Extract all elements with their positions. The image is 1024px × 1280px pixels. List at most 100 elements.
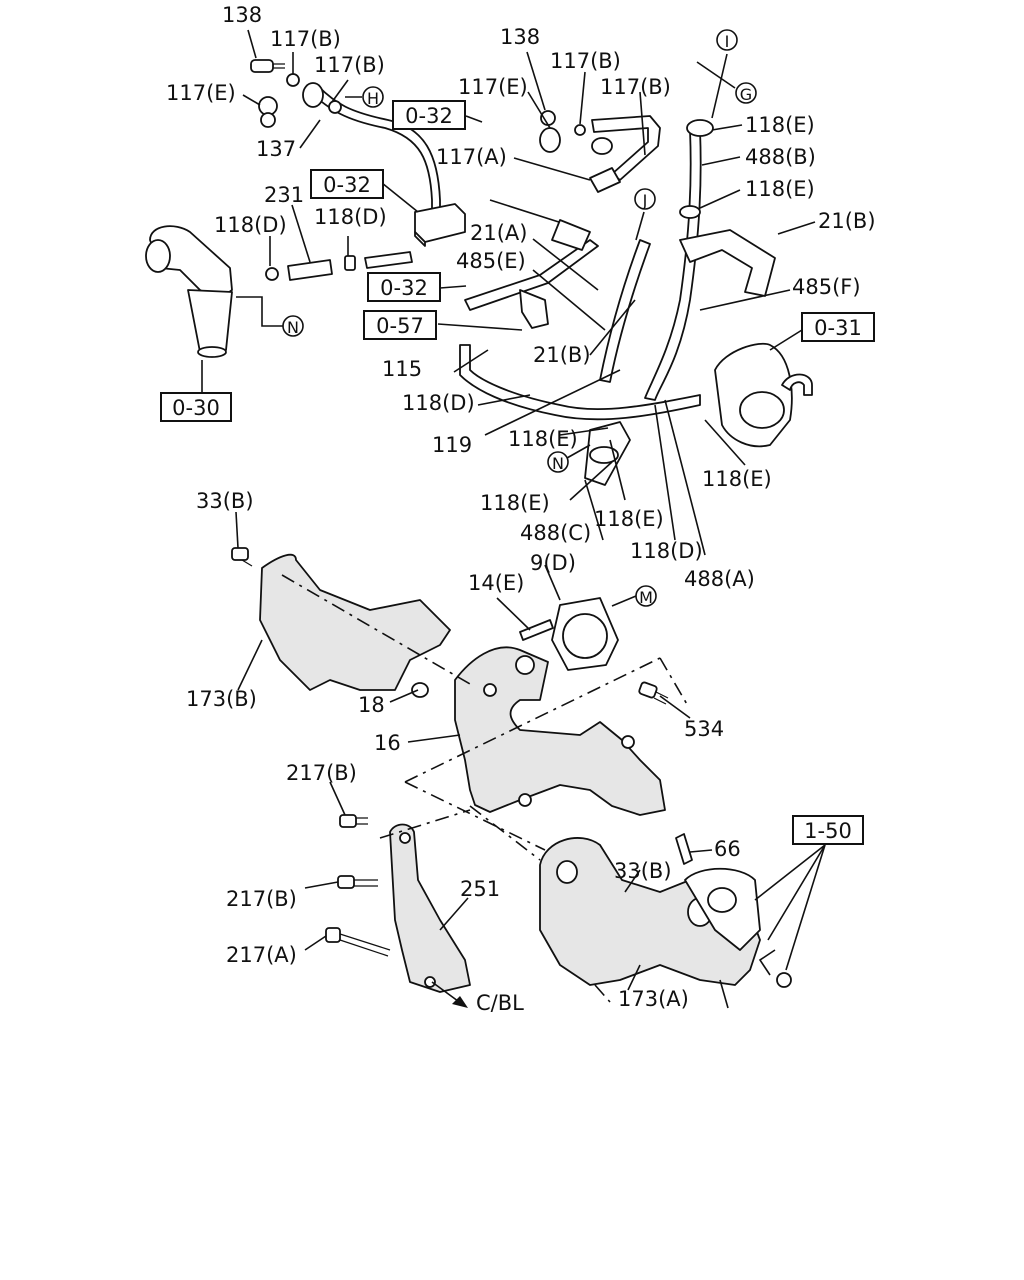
label-485f: 485(F) — [792, 275, 861, 299]
svg-text:J: J — [642, 191, 648, 210]
callout-i: I — [716, 29, 738, 51]
parts-drawing — [145, 59, 813, 993]
label-33b-b: 33(B) — [614, 859, 672, 883]
hose-231 — [287, 259, 333, 281]
label-117b-b: 117(B) — [314, 53, 385, 77]
label-117a: 117(A) — [436, 145, 507, 169]
svg-text:G: G — [740, 85, 752, 104]
label-16: 16 — [374, 731, 401, 755]
pipe-488b — [644, 129, 702, 401]
label-118d-a: 118(D) — [214, 213, 287, 237]
label-21b-b: 21(B) — [533, 343, 591, 367]
label-217b-a: 217(B) — [286, 761, 357, 785]
label-173a: 173(A) — [618, 987, 689, 1011]
svg-text:M: M — [639, 588, 653, 607]
label-9d: 9(D) — [530, 551, 576, 575]
exhaust-manifold-16 — [454, 646, 666, 816]
label-251: 251 — [460, 877, 500, 901]
label-117b-c: 117(B) — [550, 49, 621, 73]
ref-box-0-31: 0-31 — [801, 312, 875, 342]
svg-text:0-32: 0-32 — [323, 173, 371, 197]
label-138-a: 138 — [222, 3, 262, 27]
pipe-117-assembly — [489, 110, 661, 251]
label-117b-a: 117(B) — [270, 27, 341, 51]
ref-box-0-32-a: 0-32 — [392, 100, 466, 130]
svg-text:0-32: 0-32 — [405, 104, 453, 128]
callout-j: J — [634, 188, 656, 210]
bolt-217b-top — [339, 814, 368, 828]
callout-h: H — [362, 86, 384, 108]
label-115: 115 — [382, 357, 422, 381]
label-488b: 488(B) — [745, 145, 816, 169]
label-118d-c: 118(D) — [402, 391, 475, 415]
label-137: 137 — [256, 137, 296, 161]
label-21b-a: 21(B) — [818, 209, 876, 233]
label-14e: 14(E) — [468, 571, 524, 595]
ref-box-0-32-b: 0-32 — [310, 169, 384, 199]
bolt-217a — [325, 927, 391, 957]
callout-g: G — [735, 82, 757, 104]
washer-117b — [286, 73, 300, 87]
alignment-lines — [281, 574, 689, 1003]
label-118e-c: 118(E) — [508, 427, 578, 451]
ref-box-0-30: 0-30 — [160, 392, 232, 422]
callout-n-mid: N — [547, 451, 569, 473]
gasket-9d — [551, 597, 619, 671]
svg-text:0-32: 0-32 — [380, 276, 428, 300]
label-217b-b: 217(B) — [226, 887, 297, 911]
label-118d-b: 118(D) — [314, 205, 387, 229]
clamp-117e-left — [258, 96, 278, 128]
exhaust-manifold-173a — [539, 837, 761, 986]
label-117e-a: 117(E) — [166, 81, 236, 105]
stud-66 — [675, 833, 693, 865]
bolt-534 — [638, 681, 669, 705]
label-117b-d: 117(B) — [600, 75, 671, 99]
label-118e-d: 118(E) — [480, 491, 550, 515]
svg-text:0-31: 0-31 — [814, 316, 862, 340]
label-21a: 21(A) — [470, 221, 527, 245]
label-231: 231 — [264, 183, 304, 207]
bracket-485e — [519, 289, 549, 329]
reference-boxes: 0-32 0-32 0-32 0-57 0-30 0-31 1-50 — [160, 100, 875, 845]
ref-box-0-32-c: 0-32 — [367, 272, 441, 302]
label-138-b: 138 — [500, 25, 540, 49]
part-labels: 138 117(B) 117(B) 117(E) 137 138 117(B) … — [166, 3, 876, 1015]
callout-m: M — [635, 585, 657, 607]
pipe-119 — [459, 344, 701, 421]
leader-lines — [201, 29, 826, 1009]
label-118e-a: 118(E) — [745, 113, 815, 137]
label-488c: 488(C) — [520, 521, 591, 545]
bolt-138-left — [250, 59, 285, 73]
water-outlet-housing — [145, 225, 233, 358]
label-33b-a: 33(B) — [196, 489, 254, 513]
bracket-251 — [389, 823, 471, 993]
label-66: 66 — [714, 837, 741, 861]
svg-text:N: N — [552, 454, 564, 473]
svg-text:1-50: 1-50 — [804, 819, 852, 843]
label-217a: 217(A) — [226, 943, 297, 967]
label-488a: 488(A) — [684, 567, 755, 591]
label-117e-b: 117(E) — [458, 75, 528, 99]
label-485e: 485(E) — [456, 249, 526, 273]
label-118d-d: 118(D) — [630, 539, 703, 563]
label-118e-e: 118(E) — [594, 507, 664, 531]
label-173b: 173(B) — [186, 687, 257, 711]
ref-box-0-57: 0-57 — [363, 310, 437, 340]
bolt-217b-mid — [337, 875, 378, 889]
svg-text:I: I — [725, 32, 730, 51]
svg-text:0-57: 0-57 — [376, 314, 424, 338]
ref-box-1-50: 1-50 — [792, 815, 864, 845]
heat-shield-173b — [259, 553, 451, 691]
svg-text:N: N — [287, 318, 299, 337]
callout-n-left: N — [282, 315, 304, 337]
label-cbl: C/BL — [476, 991, 524, 1015]
label-119: 119 — [432, 433, 472, 457]
bolt-33b-top — [231, 547, 253, 567]
label-18: 18 — [358, 693, 385, 717]
svg-text:0-30: 0-30 — [172, 396, 220, 420]
svg-text:H: H — [367, 89, 379, 108]
label-118e-f: 118(E) — [702, 467, 772, 491]
thermostat-housing-right — [714, 342, 813, 448]
bracket-485f — [679, 229, 776, 297]
